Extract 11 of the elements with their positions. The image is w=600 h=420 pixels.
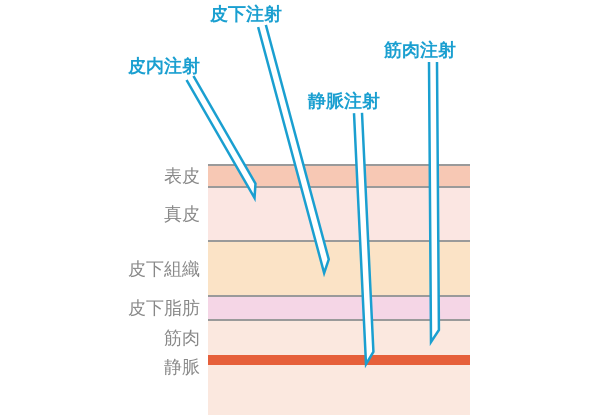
injection-label: 筋肉注射 bbox=[384, 40, 456, 61]
layer-label: 表皮 bbox=[164, 165, 200, 188]
layer-label: 真皮 bbox=[164, 203, 200, 226]
layer-label: 皮下脂肪 bbox=[128, 297, 200, 320]
layer-label: 皮下組織 bbox=[128, 258, 200, 280]
injection-label: 静脈注射 bbox=[308, 91, 380, 112]
layer-label: 静脈 bbox=[164, 356, 200, 379]
layer-label: 筋肉 bbox=[164, 327, 200, 350]
tissue-band bbox=[208, 365, 470, 415]
injection-label: 皮内注射 bbox=[128, 56, 200, 77]
injection-label: 皮下注射 bbox=[210, 4, 282, 25]
